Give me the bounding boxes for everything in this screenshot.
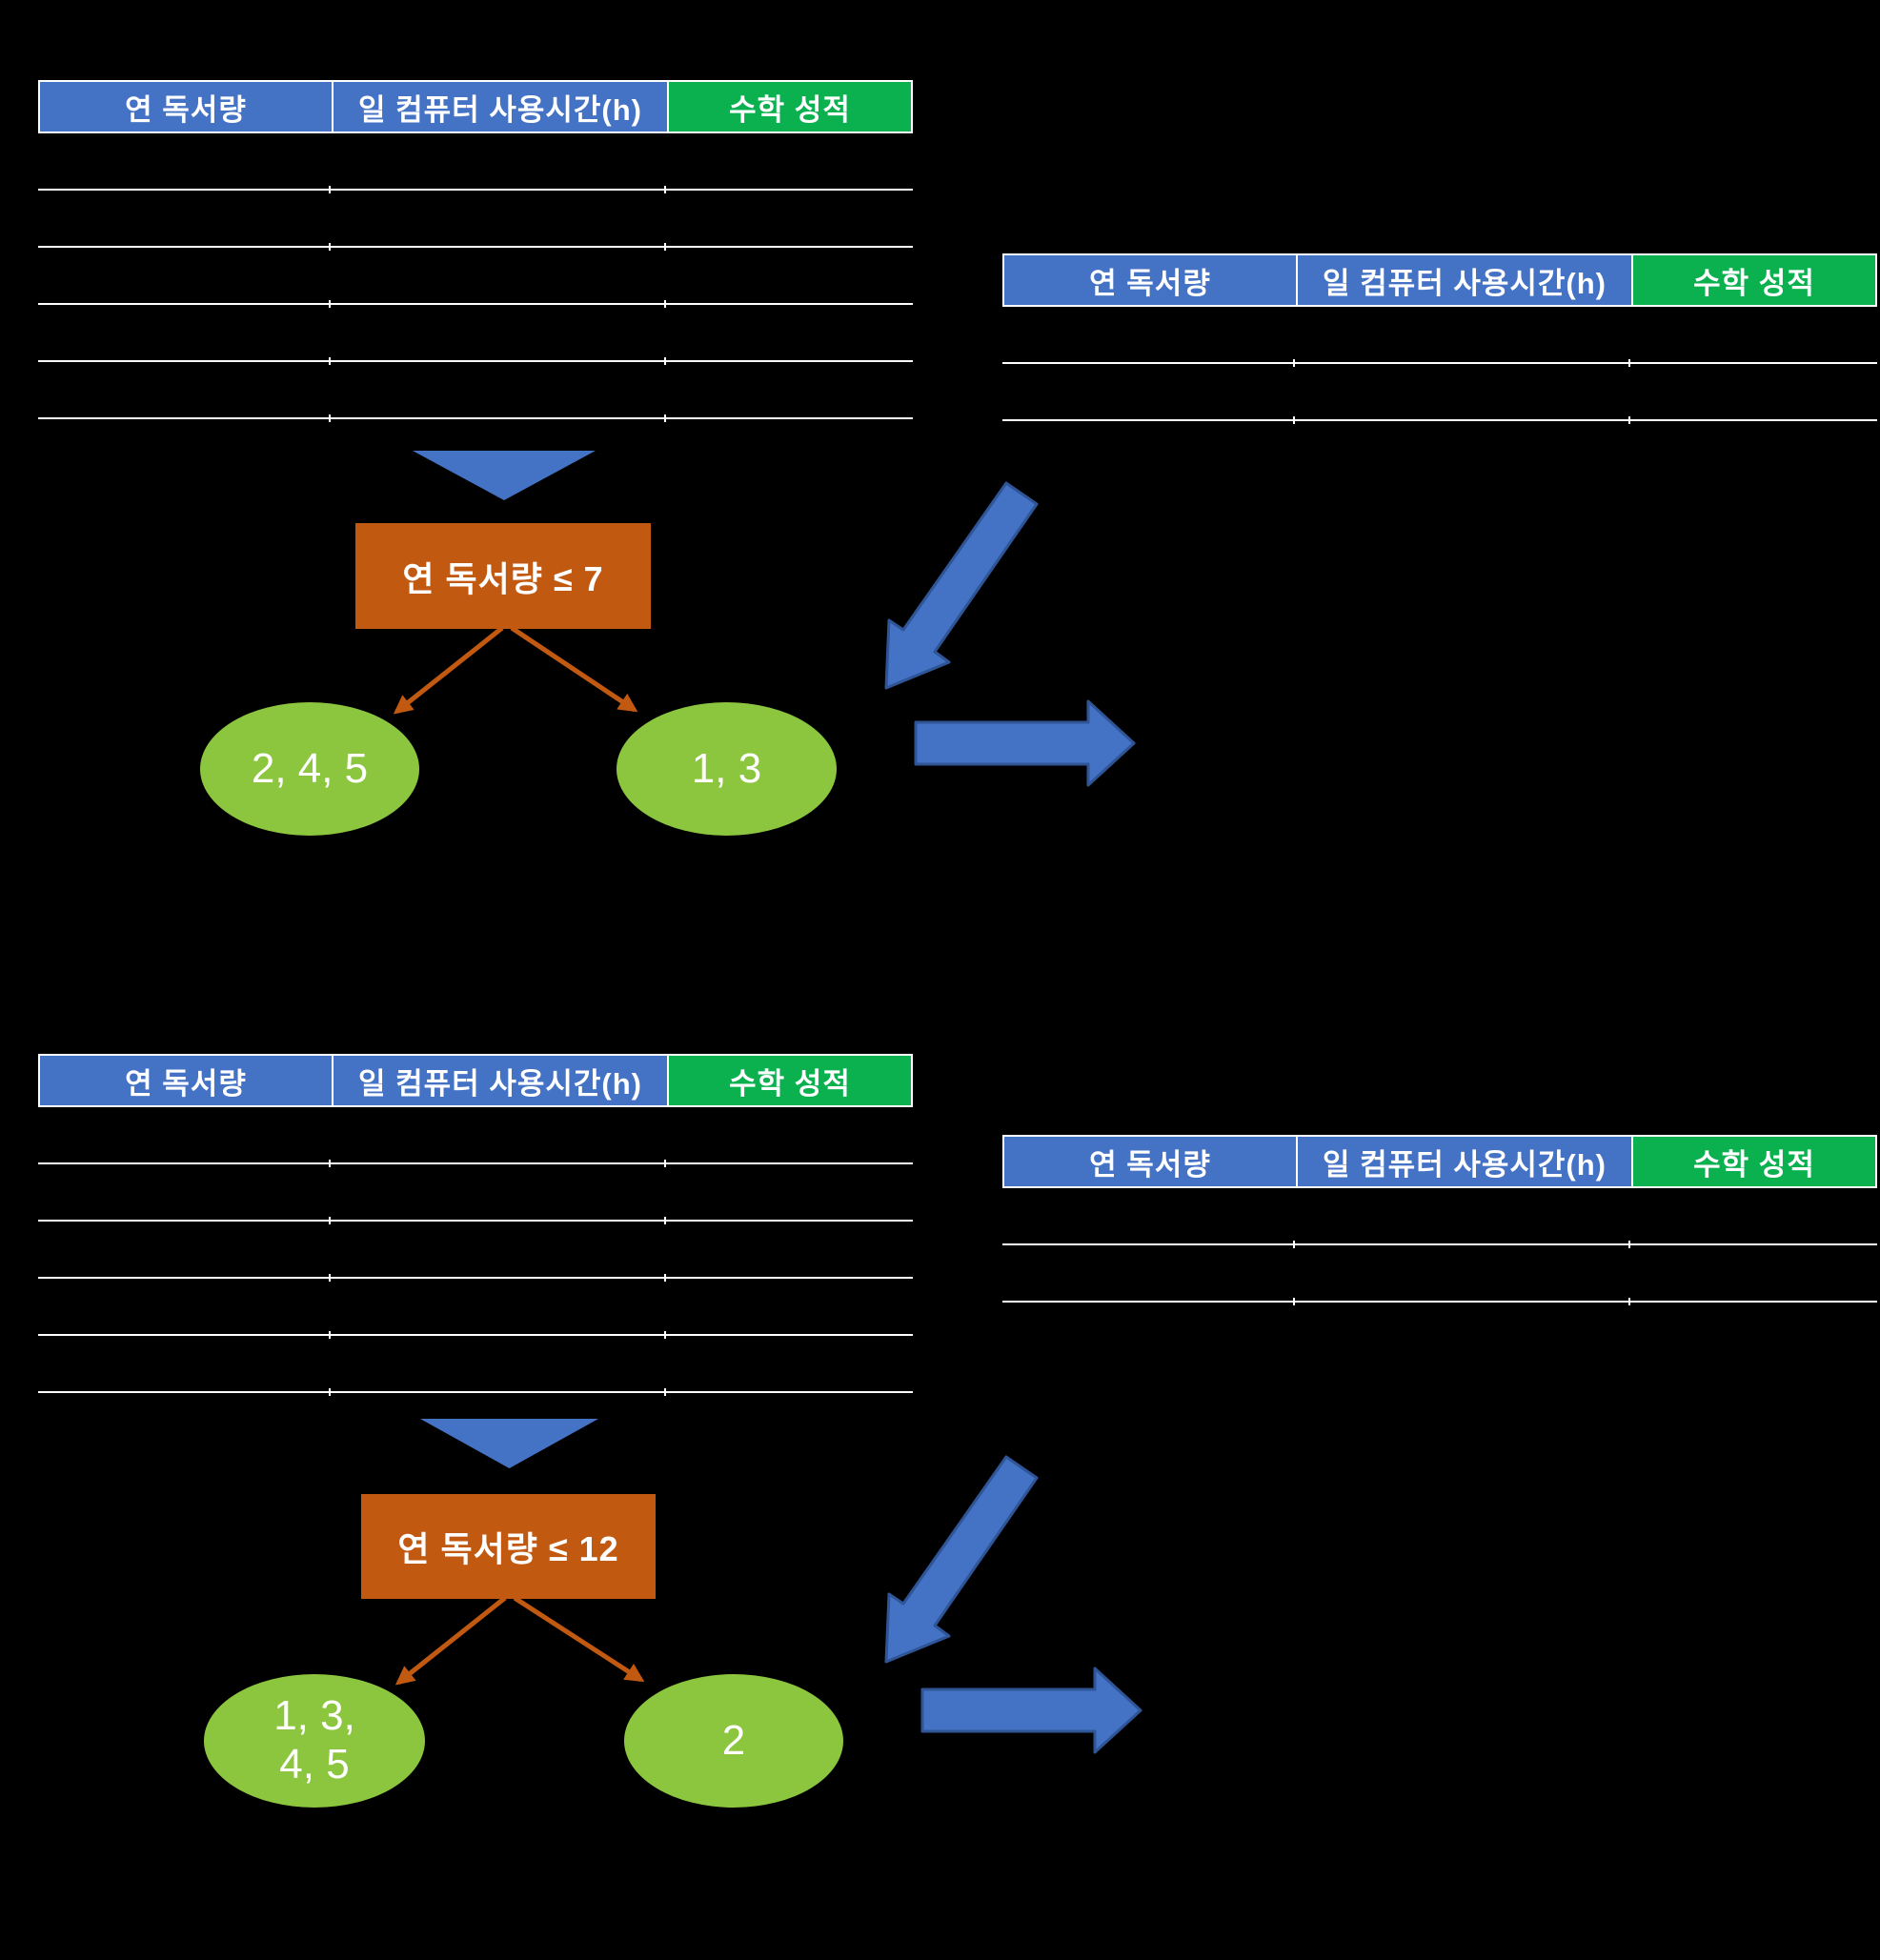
cell-divider-tick [664,186,666,193]
cell-divider-tick [1628,416,1630,424]
right-arrow-bottom-icon [920,1667,1142,1754]
cell-divider-tick [329,186,331,193]
cell-divider-tick [1293,359,1295,367]
cell-divider-tick [664,1274,666,1282]
table-row [38,1336,913,1396]
cell-divider-tick [664,300,666,308]
leaf-label: 1, 3, 4, 5 [273,1692,355,1788]
table-row [1002,307,1877,367]
cell-divider-tick [664,357,666,365]
branch-arrow-top-right-icon [510,625,638,713]
cell-divider-tick [1293,1241,1295,1248]
table-top-main: 연 독서량 일 컴퓨터 사용시간(h) 수학 성적 [38,80,913,422]
table-header-row: 연 독서량 일 컴퓨터 사용시간(h) 수학 성적 [38,1054,913,1107]
cell-divider-tick [664,414,666,422]
table-row [38,1279,913,1339]
cell-divider-tick [1293,1298,1295,1305]
leaf-node-bottom-left: 1, 3, 4, 5 [204,1674,425,1808]
table-bottom-result: 연 독서량 일 컴퓨터 사용시간(h) 수학 성적 [1002,1135,1877,1305]
table-header-row: 연 독서량 일 컴퓨터 사용시간(h) 수학 성적 [1002,1135,1877,1188]
down-triangle-icon [420,1419,598,1468]
header-cell-reading-count: 연 독서량 [1004,255,1296,305]
cell-divider-tick [329,414,331,422]
cell-divider-tick [329,243,331,251]
table-row [38,305,913,365]
cell-divider-tick [329,300,331,308]
header-cell-reading-count: 연 독서량 [1004,1137,1296,1186]
header-cell-computer-time: 일 컴퓨터 사용시간(h) [1296,1137,1631,1186]
split-node-top: 연 독서량 ≤ 7 [355,523,651,629]
cell-divider-tick [1628,1298,1630,1305]
split-node-bottom: 연 독서량 ≤ 12 [361,1494,656,1599]
table-row [38,362,913,422]
table-row [38,133,913,193]
cell-divider-tick [664,1217,666,1224]
diagonal-arrow-top-icon [884,481,1039,690]
cell-divider-tick [329,357,331,365]
leaf-node-top-left: 2, 4, 5 [200,702,419,836]
table-bottom-main: 연 독서량 일 컴퓨터 사용시간(h) 수학 성적 [38,1054,913,1396]
table-header-row: 연 독서량 일 컴퓨터 사용시간(h) 수학 성적 [38,80,913,133]
cell-divider-tick [1628,1241,1630,1248]
table-row [38,1222,913,1282]
header-cell-computer-time: 일 컴퓨터 사용시간(h) [332,1056,667,1105]
branch-arrow-top-left-icon [393,626,504,715]
cell-divider-tick [664,1331,666,1339]
cell-divider-tick [329,1388,331,1396]
header-cell-reading-count: 연 독서량 [40,1056,332,1105]
cell-divider-tick [1628,359,1630,367]
table-row [38,1164,913,1224]
table-row [1002,1188,1877,1248]
leaf-node-top-right: 1, 3 [617,702,837,836]
diagonal-arrow-bottom-icon [884,1455,1039,1664]
cell-divider-tick [664,1160,666,1167]
cell-divider-tick [1293,416,1295,424]
table-row [1002,364,1877,424]
branch-arrow-bottom-right-icon [513,1595,645,1683]
cell-divider-tick [329,1274,331,1282]
header-cell-math-score: 수학 성적 [667,82,911,131]
header-cell-computer-time: 일 컴퓨터 사용시간(h) [1296,255,1631,305]
header-cell-math-score: 수학 성적 [667,1056,911,1105]
table-top-result: 연 독서량 일 컴퓨터 사용시간(h) 수학 성적 [1002,253,1877,424]
header-cell-math-score: 수학 성적 [1631,255,1875,305]
table-row [38,248,913,308]
down-triangle-icon [413,451,596,500]
table-row [1002,1245,1877,1305]
leaf-label: 1, 3 [691,744,762,792]
header-cell-math-score: 수학 성적 [1631,1137,1875,1186]
cell-divider-tick [664,1388,666,1396]
cell-divider-tick [329,1331,331,1339]
split-node-label: 연 독서량 ≤ 12 [397,1529,619,1568]
table-row [38,191,913,251]
header-cell-computer-time: 일 컴퓨터 사용시간(h) [332,82,667,131]
header-cell-reading-count: 연 독서량 [40,82,332,131]
table-row [38,1107,913,1167]
cell-divider-tick [329,1217,331,1224]
right-arrow-top-icon [914,699,1136,787]
table-header-row: 연 독서량 일 컴퓨터 사용시간(h) 수학 성적 [1002,253,1877,307]
leaf-label: 2, 4, 5 [251,744,369,792]
split-node-label: 연 독서량 ≤ 7 [402,558,604,598]
branch-arrow-bottom-left-icon [394,1596,507,1686]
cell-divider-tick [329,1160,331,1167]
cell-divider-tick [664,243,666,251]
leaf-label: 2 [721,1716,746,1764]
leaf-node-bottom-right: 2 [624,1674,843,1808]
